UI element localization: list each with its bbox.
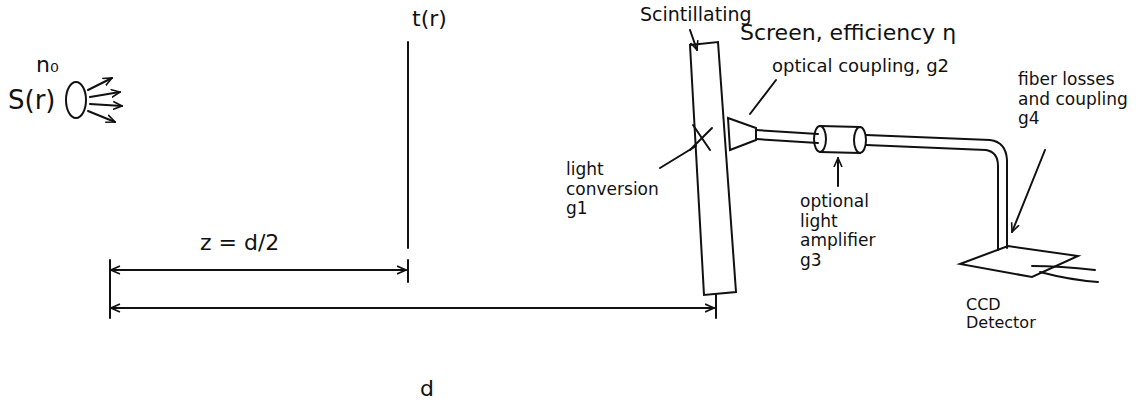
wire <box>1040 272 1098 282</box>
object-plane <box>407 42 409 248</box>
wire <box>1032 266 1095 270</box>
ray-arrow <box>90 104 122 106</box>
ray-arrow <box>88 78 112 90</box>
leader-arrow <box>837 158 839 186</box>
dimension-line <box>112 269 406 271</box>
amplifier-body <box>820 152 860 153</box>
dimension-tick <box>715 294 717 318</box>
optical-coupling <box>728 118 756 150</box>
screen-label: Screen, efficiency η <box>740 20 956 45</box>
conversion-label: light conversion g1 <box>566 160 661 219</box>
detector-label: CCD Detector <box>966 296 1040 333</box>
ccd-detector <box>960 246 1078 277</box>
amplifier-label: optional light amplifier g3 <box>800 192 884 270</box>
ray-arrow <box>90 92 120 97</box>
dimension-tick <box>109 260 111 318</box>
leader-arrow <box>690 30 697 50</box>
amplifier-end <box>854 127 866 153</box>
dimension-label: d <box>420 376 434 401</box>
fiber <box>756 139 818 143</box>
scintillating-screen <box>690 42 736 295</box>
amplifier-end <box>814 126 826 152</box>
amplifier-body <box>820 126 860 127</box>
source-ellipse <box>66 82 86 118</box>
dimension-label: z = d/2 <box>200 230 279 255</box>
fiber <box>866 135 1007 248</box>
leader-line <box>660 146 696 168</box>
leader-line <box>750 80 776 114</box>
fiber-label: fiber losses and coupling g4 <box>1018 70 1134 129</box>
screen-label: Scintillating <box>640 4 752 26</box>
object-label: t(r) <box>412 6 447 31</box>
ray-arrow <box>88 111 115 122</box>
dimension-line <box>112 307 714 309</box>
fiber <box>756 130 818 134</box>
fiber <box>866 145 998 250</box>
source-count: n₀ <box>36 52 59 77</box>
source-label: S(r) <box>8 86 55 116</box>
coupling-label: optical coupling, g2 <box>772 56 949 77</box>
leader-arrow <box>1012 150 1045 232</box>
dimension-tick <box>407 260 409 282</box>
